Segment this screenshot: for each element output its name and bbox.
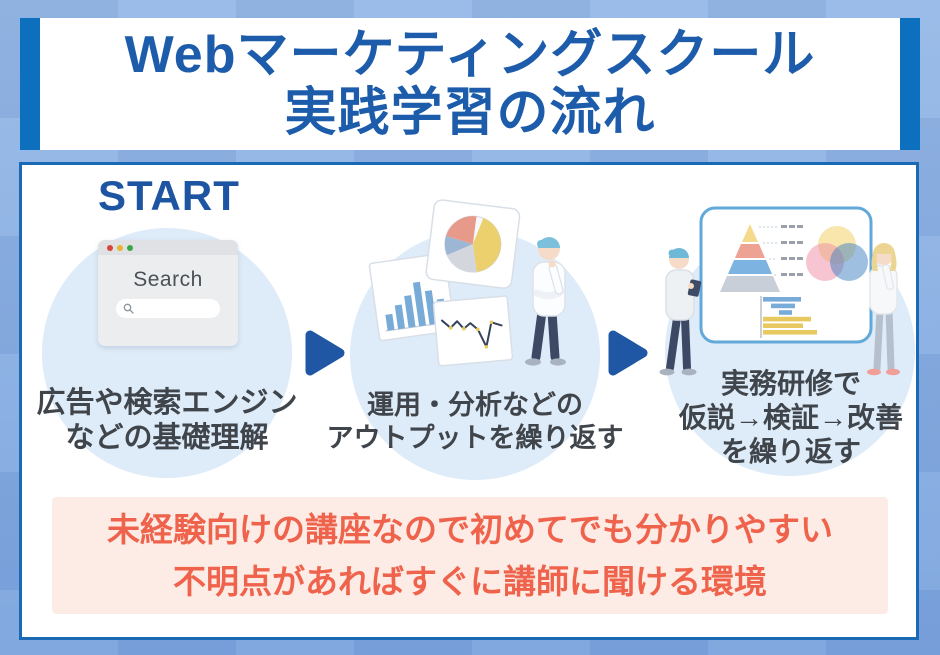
presenter-person	[659, 248, 702, 376]
note-box: 未経験向けの講座なので初めてでも分かりやすい 不明点があればすぐに講師に聞ける環…	[52, 497, 888, 614]
venn-diagram-icon	[806, 226, 868, 281]
step2-label: 運用・分析などの アウトプットを繰り返す	[320, 389, 630, 455]
yellow-dot-icon	[117, 244, 123, 251]
gantt-bars-icon	[760, 296, 817, 338]
step2-label-line2: アウトプットを繰り返す	[326, 422, 624, 453]
step3-label: 実務研修で 仮説→検証→改善 を繰り返す	[642, 367, 940, 469]
page-title-line2: 実践学習の流れ	[284, 84, 656, 142]
search-label: Search	[133, 268, 203, 291]
page-title-line1: Webマーケティングスクール	[124, 25, 816, 84]
step3-illustration	[659, 206, 900, 376]
browser-window-icon: Search	[98, 240, 238, 346]
note-line2: 不明点があればすぐに講師に聞ける環境	[173, 562, 767, 600]
search-input	[116, 299, 220, 318]
step2-illustration	[368, 199, 566, 367]
step3-label-line3: を繰り返す	[720, 436, 861, 468]
search-icon	[123, 303, 134, 314]
arrow-right-icon	[608, 330, 648, 376]
red-dot-icon	[107, 244, 113, 251]
arrow-right-icon	[305, 330, 345, 376]
green-dot-icon	[127, 244, 133, 251]
browser-topbar	[98, 240, 238, 255]
pyramid-chart-icon	[720, 224, 803, 292]
thinking-woman	[867, 243, 900, 376]
step1-label-line2: などの基礎理解	[65, 422, 269, 455]
step3-label-line1: 実務研修で	[720, 368, 861, 399]
start-label: START	[98, 172, 240, 219]
step1-label: 広告や検索エンジン などの基礎理解	[18, 386, 316, 457]
step1-label-line1: 広告や検索エンジン	[36, 387, 298, 419]
thinking-person	[525, 237, 566, 366]
note-line1: 未経験向けの講座なので初めてでも分かりやすい	[107, 511, 833, 549]
step3-label-line2: 仮説→検証→改善	[678, 402, 903, 434]
pie-chart-icon	[425, 199, 521, 289]
header-banner: Webマーケティングスクール 実践学習の流れ	[20, 18, 920, 150]
line-chart-icon	[432, 295, 514, 367]
step2-label-line1: 運用・分析などの	[367, 390, 583, 420]
